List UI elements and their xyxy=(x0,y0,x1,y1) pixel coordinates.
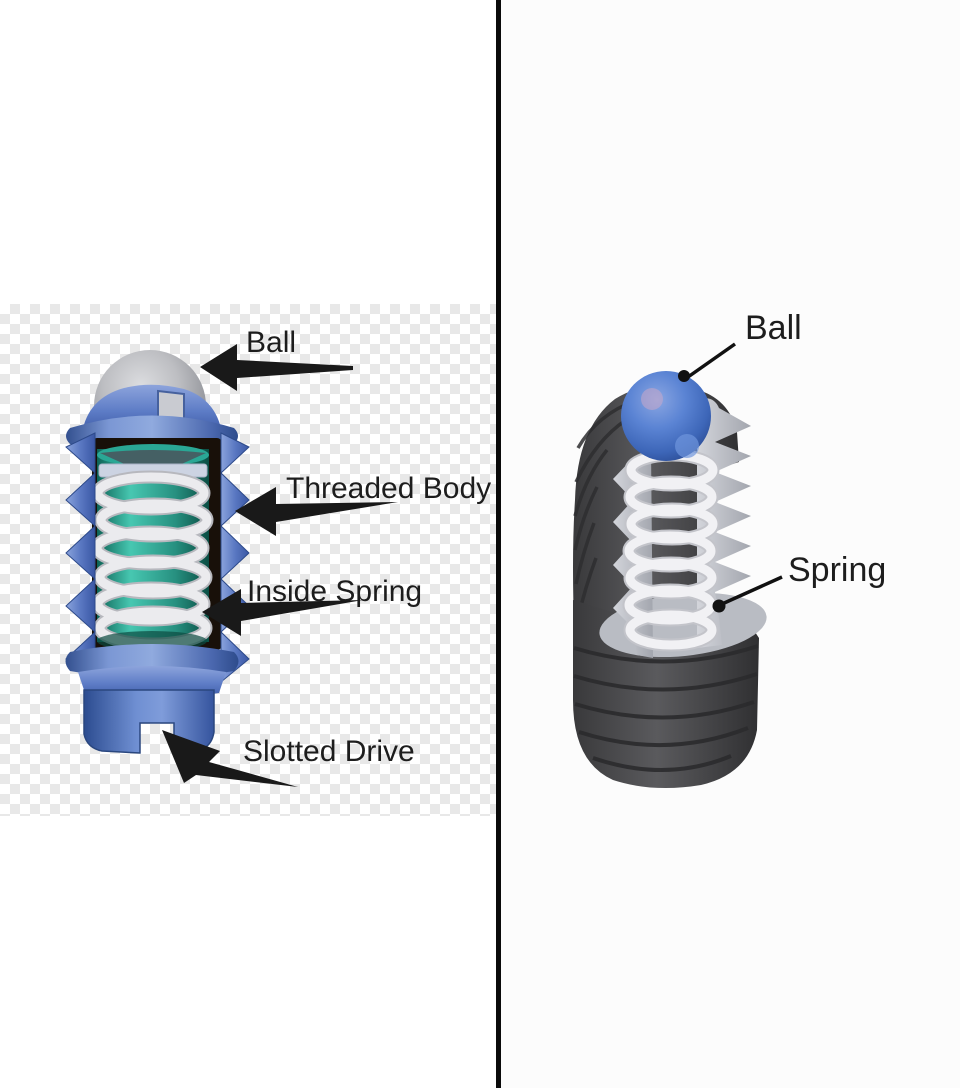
spring-coils xyxy=(622,448,720,652)
spring-leader-dot xyxy=(712,599,726,613)
interior-shadow-cone xyxy=(100,450,206,474)
right-annotations xyxy=(678,342,783,613)
label-ball-right: Ball xyxy=(745,309,802,347)
inside-spring-arrow-icon xyxy=(202,589,363,636)
panel-divider xyxy=(496,0,501,1088)
ball-arrow-icon xyxy=(200,344,353,391)
spring-leader-line xyxy=(721,575,783,606)
label-spring-right: Spring xyxy=(788,551,887,589)
label-threaded-body: Threaded Body xyxy=(286,472,492,505)
ball-highlight xyxy=(641,388,663,410)
label-slotted-drive: Slotted Drive xyxy=(243,735,415,768)
label-inside-spring: Inside Spring xyxy=(247,575,423,608)
left-plunger-body xyxy=(65,350,250,754)
threads-left xyxy=(65,432,96,684)
threads-right xyxy=(220,432,250,684)
left-plunger-illustration xyxy=(65,344,398,787)
right-panel-render-diagram: Ball Spring xyxy=(501,0,960,1088)
ball-reflection xyxy=(675,434,699,458)
threaded-body-arrow-icon xyxy=(235,487,398,536)
left-annotations xyxy=(162,344,398,787)
left-panel-cutaway-diagram: Ball Threaded Body Inside Spring Slotted… xyxy=(0,304,496,816)
label-ball: Ball xyxy=(246,326,297,359)
ball-leader-dot xyxy=(678,370,690,382)
ball-leader-line xyxy=(686,342,737,379)
inside-spring-coils xyxy=(90,470,214,651)
lower-thread-ridges xyxy=(573,644,759,772)
right-plunger-body xyxy=(573,371,767,789)
right-plunger-illustration xyxy=(573,342,783,789)
slotted-drive-arrow-icon xyxy=(162,730,298,787)
